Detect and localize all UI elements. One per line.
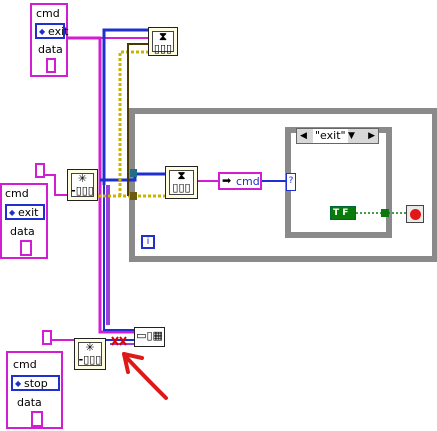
cluster-label: cmd	[36, 7, 60, 20]
obtain-queue-icon: ✳-▯▯▯	[78, 341, 102, 366]
increment-arrows-icon: ◆	[9, 208, 16, 217]
data-label: data	[10, 225, 35, 238]
obtain-queue-icon: ✳-▯▯▯	[71, 172, 94, 197]
queue-name-constant[interactable]	[42, 330, 52, 345]
dequeue-node-loop[interactable]: ⧗▯▯▯	[165, 166, 198, 199]
cluster-constant-1[interactable]: cmd ◆ exit data	[30, 3, 68, 77]
broken-wire-marker	[111, 336, 127, 346]
case-selector-terminal[interactable]: ?	[286, 173, 296, 191]
data-string-constant[interactable]	[31, 411, 43, 427]
dequeue-icon: ⧗▯▯▯	[172, 169, 191, 194]
data-label: data	[17, 396, 42, 409]
unbundle-element-label: cmd	[236, 175, 260, 188]
data-string-constant[interactable]	[20, 240, 32, 256]
dequeue-node-top[interactable]: ⧗▯▯▯	[148, 27, 178, 56]
case-selector-value: "exit"	[313, 129, 348, 143]
dropdown-icon[interactable]: ▼	[348, 131, 355, 141]
boolean-constant-true[interactable]: T F	[330, 206, 356, 220]
unbundle-by-name[interactable]: ➡ cmd	[218, 172, 262, 190]
loop-iteration-terminal: i	[141, 235, 155, 249]
increment-arrow-icon[interactable]: ▶	[368, 131, 375, 141]
data-label: data	[38, 43, 63, 56]
cluster-constant-3[interactable]: cmd ◆ stop data	[6, 351, 63, 429]
boolean-constant-label: T F	[333, 208, 349, 218]
increment-arrows-icon: ◆	[39, 27, 46, 36]
cluster-constant-2[interactable]: cmd ◆ exit data	[0, 183, 48, 259]
cluster-label: cmd	[5, 187, 29, 200]
cluster-label: cmd	[13, 358, 37, 371]
loop-condition-terminal[interactable]	[406, 205, 424, 223]
enum-constant[interactable]: ◆ exit	[35, 23, 68, 39]
case-selector-label[interactable]: ◀ "exit" ▼ ▶	[296, 128, 379, 144]
cluster-wire-top	[67, 36, 134, 334]
obtain-queue-node-2[interactable]: ✳-▯▯▯	[74, 338, 106, 370]
decrement-arrow-icon[interactable]: ◀	[300, 131, 307, 141]
stop-icon	[410, 209, 421, 220]
increment-arrows-icon: ◆	[15, 379, 22, 388]
dequeue-icon: ⧗▯▯▯	[153, 30, 173, 55]
queue-wire-main	[102, 28, 148, 185]
annotation-arrow	[122, 352, 168, 400]
release-queue-icon: ▭▯▦	[136, 329, 163, 342]
obtain-queue-node-1[interactable]: ✳-▯▯▯	[67, 169, 98, 201]
unbundle-arrow-icon: ➡	[222, 174, 232, 187]
release-queue-node[interactable]: ▭▯▦	[134, 327, 165, 347]
data-string-constant[interactable]	[46, 58, 56, 73]
enum-constant[interactable]: ◆ stop	[11, 375, 60, 391]
enum-constant[interactable]: ◆ exit	[5, 204, 45, 220]
queue-name-constant[interactable]	[35, 163, 45, 178]
